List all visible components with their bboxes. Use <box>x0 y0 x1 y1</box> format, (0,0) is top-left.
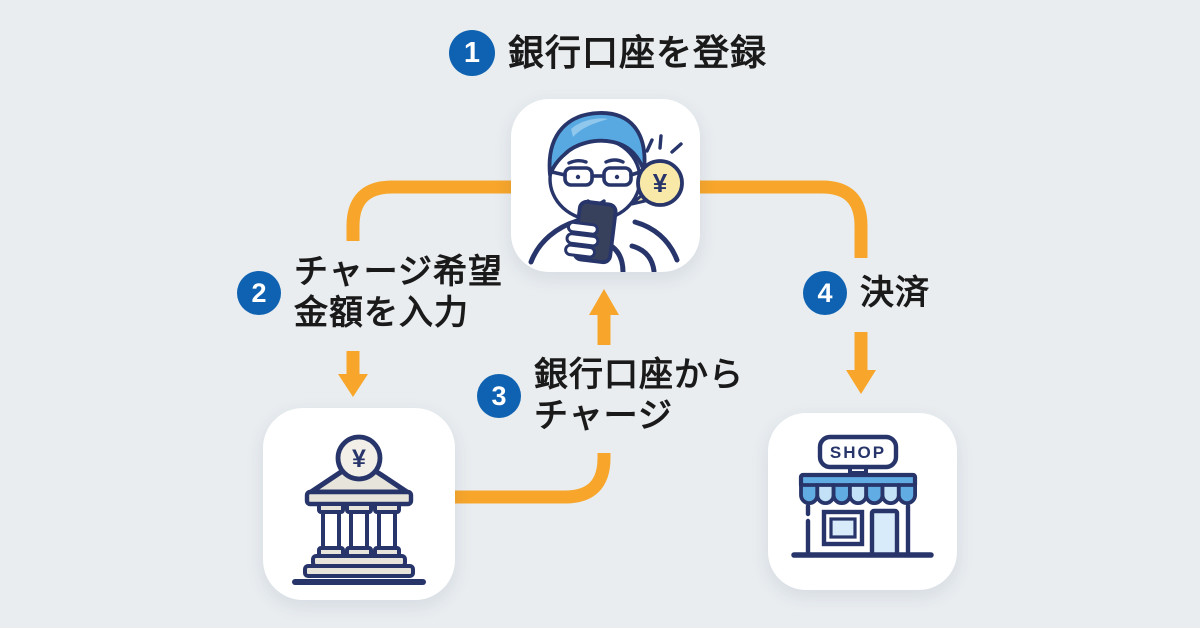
bubble-yen-symbol: ¥ <box>653 168 668 198</box>
connector-bank-to-user <box>440 451 611 504</box>
user-smartphone-icon: ¥ <box>528 111 684 272</box>
step2-label-line2: 金額を入力 <box>294 294 469 332</box>
yen-coin-icon: ¥ <box>335 434 383 482</box>
step2-label-line1: チャージ希望 <box>294 253 503 291</box>
connector-user-to-shop <box>650 180 868 258</box>
connector-user-to-bank <box>346 180 560 241</box>
step3-label-group: 3 銀行口座から チャージ <box>477 355 744 437</box>
awning-icon <box>798 472 918 505</box>
user-card: ¥ <box>511 99 700 272</box>
bank-card: ¥ <box>263 408 455 600</box>
step4-number-badge: 4 <box>803 271 847 315</box>
step3-label-line1: 銀行口座から <box>534 356 744 394</box>
smartphone-icon <box>564 199 618 265</box>
step2-number-badge: 2 <box>237 271 281 315</box>
shop-card: SHOP <box>768 413 957 590</box>
yen-speech-bubble-icon: ¥ <box>630 134 684 207</box>
storefront-icon: SHOP <box>791 434 934 558</box>
bank-building-icon: ¥ <box>292 434 426 585</box>
step3-label: 銀行口座から チャージ <box>534 355 744 437</box>
shop-sign-text: SHOP <box>830 443 886 462</box>
coin-yen-symbol: ¥ <box>352 445 366 473</box>
arrowhead-down-to-shop <box>846 332 876 394</box>
step1-label-group: 1 銀行口座を登録 <box>449 30 767 76</box>
step4-label-group: 4 決済 <box>803 271 930 315</box>
step1-label: 銀行口座を登録 <box>508 32 768 73</box>
arrowhead-down-to-bank <box>338 351 368 397</box>
shop-window-icon <box>821 509 865 547</box>
arrowhead-up-to-user <box>589 289 619 345</box>
step4-label: 決済 <box>860 273 930 312</box>
shop-door-icon <box>869 508 900 558</box>
step2-label: チャージ希望 金額を入力 <box>294 252 503 334</box>
step3-number-badge: 3 <box>477 374 521 418</box>
step3-label-line2: チャージ <box>534 397 673 435</box>
step2-label-group: 2 チャージ希望 金額を入力 <box>237 252 503 334</box>
step1-number-badge: 1 <box>449 30 495 76</box>
